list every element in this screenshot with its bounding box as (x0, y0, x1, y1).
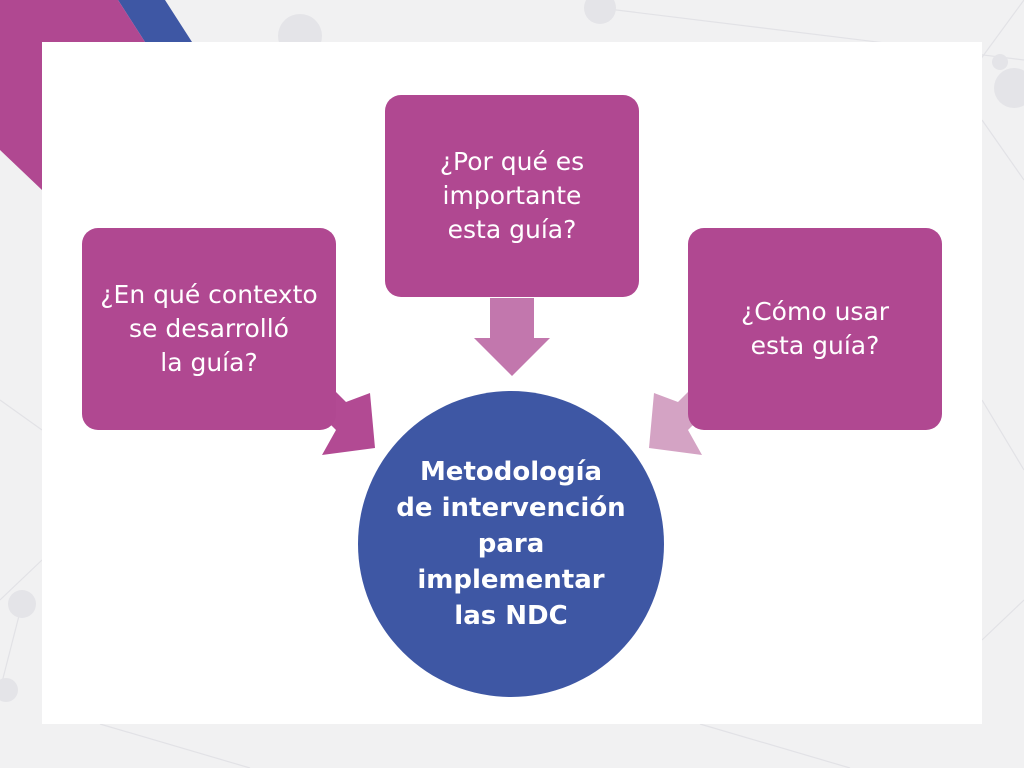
diagram-node-context: ¿En qué contexto se desarrolló la guía? (82, 228, 336, 430)
corner-accent-magenta (0, 0, 145, 190)
diagram-node-usage: ¿Cómo usar esta guía? (688, 228, 942, 430)
node-context-text: ¿En qué contexto se desarrolló la guía? (100, 280, 318, 377)
node-importance-text: ¿Por qué es importante esta guía? (439, 147, 585, 244)
diagram-node-importance: ¿Por qué es importante esta guía? (385, 95, 639, 297)
node-usage-text: ¿Cómo usar esta guía? (740, 297, 890, 360)
diagram-center-circle: Metodología de intervención para impleme… (358, 391, 664, 697)
center-circle-text: Metodología de intervención para impleme… (396, 457, 626, 631)
corner-accent-blue (118, 0, 192, 42)
arrow-top-to-center (474, 298, 550, 376)
